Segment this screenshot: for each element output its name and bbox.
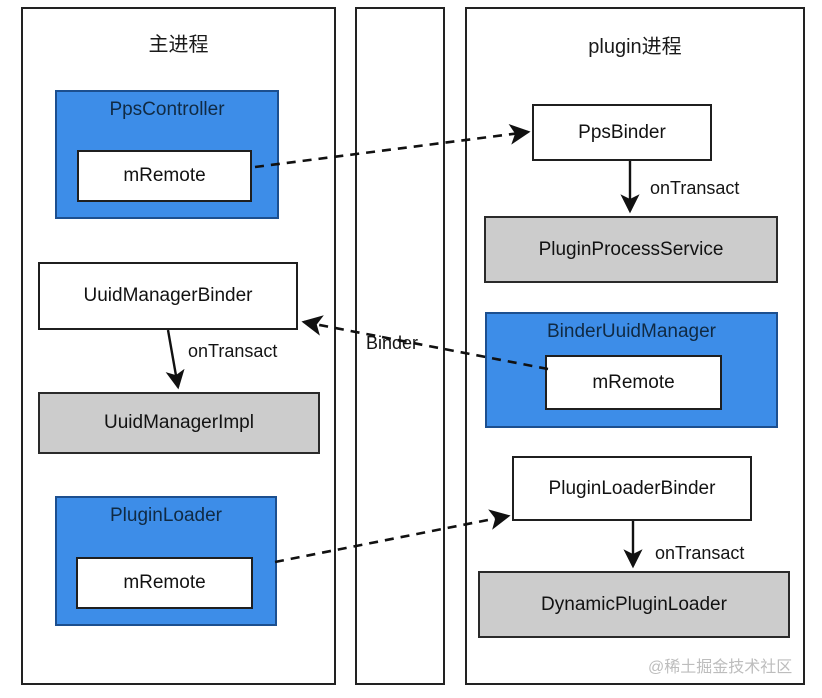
node-binder-uuid-manager-mremote-label: mRemote <box>592 371 675 393</box>
panel-plugin-process-title: plugin进程 <box>465 30 805 59</box>
panel-main-process-title-text: 主进程 <box>148 34 209 56</box>
panel-plugin-process-title-text: plugin进程 <box>588 36 682 58</box>
node-uuid-manager-binder-label: UuidManagerBinder <box>83 285 253 306</box>
node-pps-controller-mremote-label: mRemote <box>123 165 206 186</box>
panel-main-process-title: 主进程 <box>21 28 336 57</box>
watermark-text: @稀土掘金技术社区 <box>648 659 793 676</box>
node-uuid-manager-impl[interactable]: UuidManagerImpl <box>38 392 320 454</box>
edge-label-left-ontransact: onTransact <box>188 341 277 362</box>
node-dynamic-plugin-loader-label: DynamicPluginLoader <box>541 593 727 615</box>
watermark: @稀土掘金技术社区 <box>648 653 792 677</box>
node-uuid-manager-impl-label: UuidManagerImpl <box>104 412 254 433</box>
edge-label-pps-ontransact-text: onTransact <box>650 178 740 198</box>
panel-binder-channel-label: Binder <box>366 333 418 354</box>
node-plugin-loader-mremote-label: mRemote <box>123 572 206 593</box>
node-plugin-loader-label: PluginLoader <box>110 505 222 526</box>
node-plugin-process-service[interactable]: PluginProcessService <box>484 216 778 283</box>
node-pps-binder[interactable]: PpsBinder <box>532 104 712 161</box>
edge-label-pps-ontransact: onTransact <box>650 178 739 199</box>
node-plugin-process-service-label: PluginProcessService <box>538 238 724 260</box>
node-uuid-manager-binder[interactable]: UuidManagerBinder <box>38 262 298 330</box>
node-pps-controller-label: PpsController <box>109 99 225 120</box>
node-plugin-loader-binder[interactable]: PluginLoaderBinder <box>512 456 752 521</box>
node-pps-controller-mremote[interactable]: mRemote <box>77 150 252 202</box>
node-binder-uuid-manager-mremote[interactable]: mRemote <box>545 355 722 410</box>
node-pps-binder-label: PpsBinder <box>578 121 666 143</box>
node-plugin-loader-mremote[interactable]: mRemote <box>76 557 253 609</box>
node-binder-uuid-manager-label: BinderUuidManager <box>547 321 716 342</box>
node-dynamic-plugin-loader[interactable]: DynamicPluginLoader <box>478 571 790 638</box>
edge-label-loader-ontransact-text: onTransact <box>655 543 745 563</box>
edge-label-left-ontransact-text: onTransact <box>188 341 278 361</box>
node-plugin-loader-binder-label: PluginLoaderBinder <box>548 477 716 499</box>
edge-label-loader-ontransact: onTransact <box>655 543 744 564</box>
panel-binder-channel-label-text: Binder <box>366 333 419 353</box>
